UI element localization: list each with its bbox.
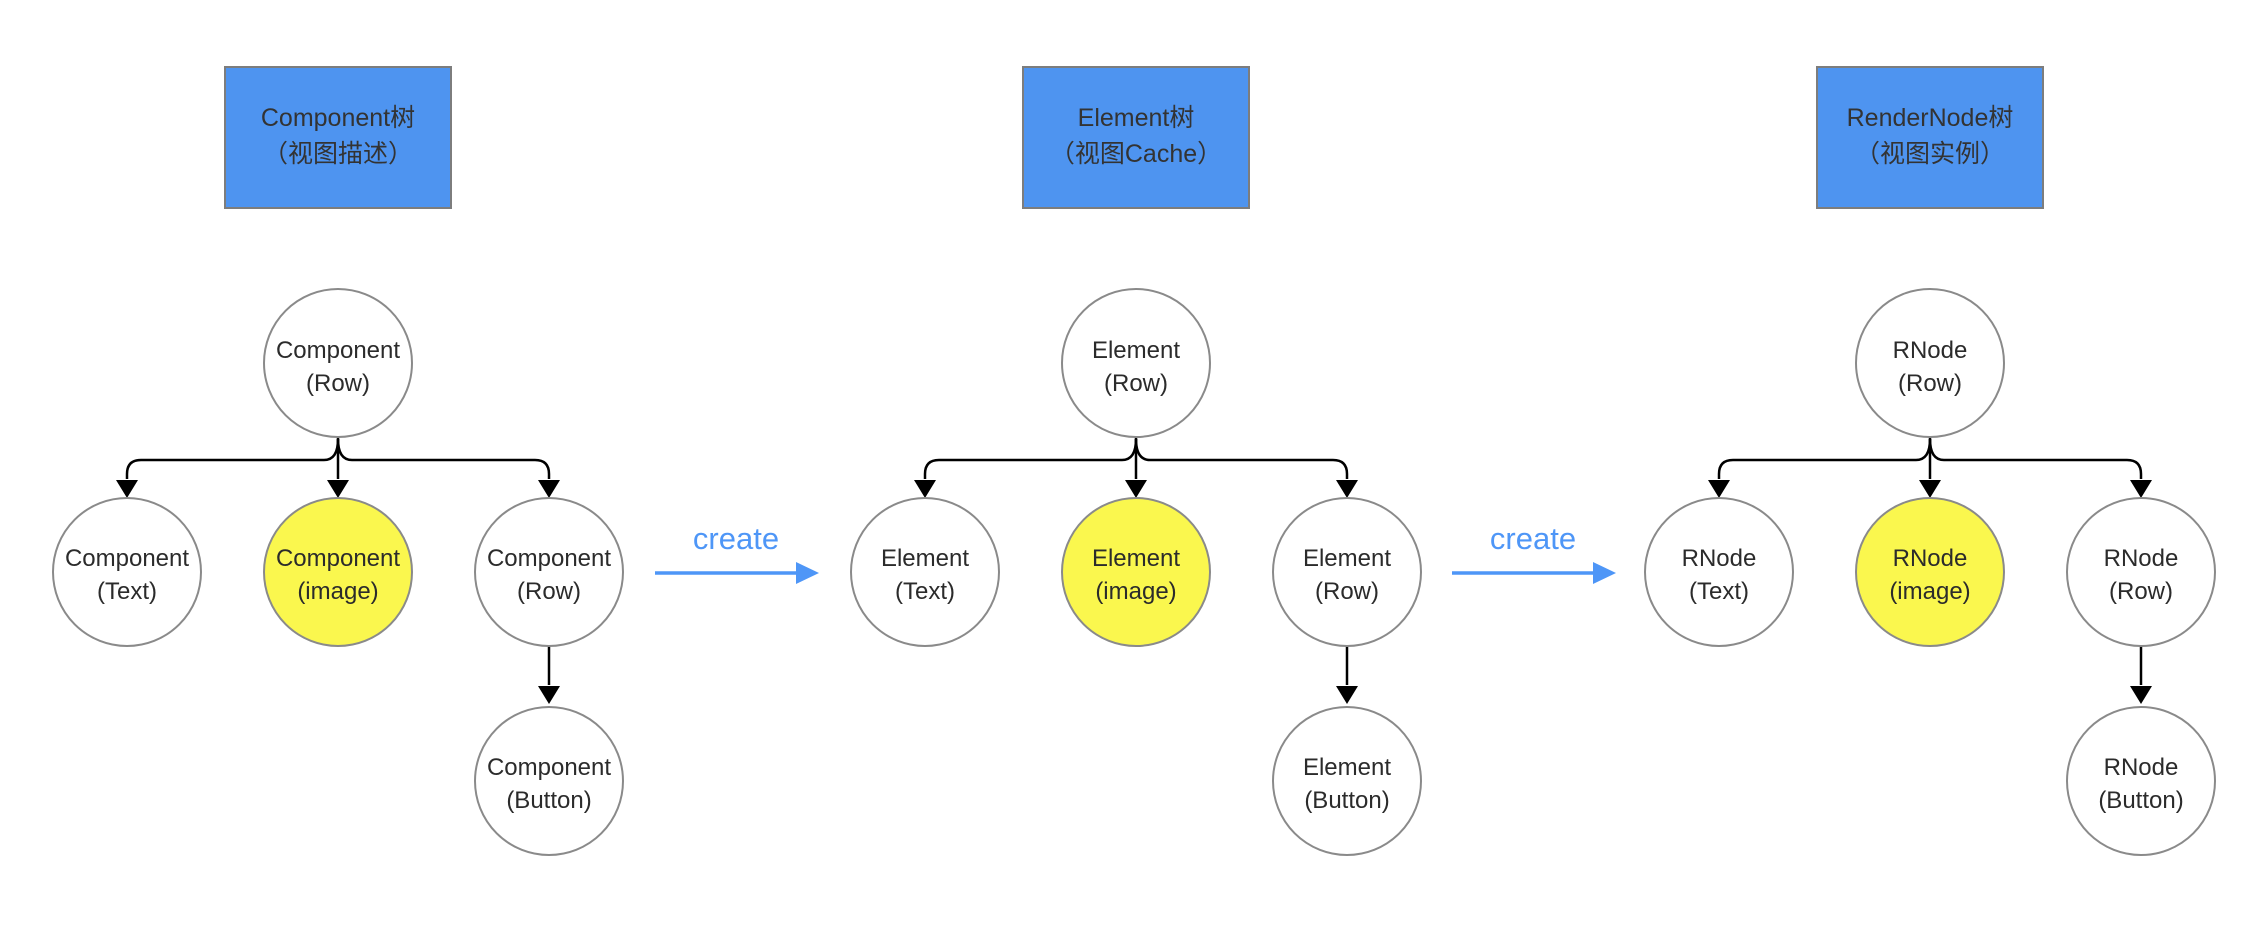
node-circle xyxy=(474,706,624,856)
node-label-line1: Element xyxy=(881,545,969,572)
node-component-button: Component (Button) xyxy=(474,706,624,856)
node-label-line2: (Text) xyxy=(895,578,955,605)
node-circle xyxy=(1272,497,1422,647)
arrowhead-icon xyxy=(538,480,560,498)
node-circle xyxy=(52,497,202,647)
node-label-line1: Element xyxy=(1303,754,1391,781)
node-label-line1: Component xyxy=(487,754,611,781)
node-component-image-highlighted: Component (image) xyxy=(263,497,413,647)
rendernode-tree: RenderNode树 （视图实例） RNode (Row) RNode (Te… xyxy=(1644,66,2216,856)
node-circle xyxy=(1272,706,1422,856)
element-tree-title-line2: （视图Cache） xyxy=(1050,140,1222,168)
create-arrow-2: create xyxy=(1452,521,1616,584)
node-rnode-row-root: RNode (Row) xyxy=(1855,288,2005,438)
node-label-line2: (Row) xyxy=(1104,370,1168,397)
node-rnode-image-highlighted: RNode (image) xyxy=(1855,497,2005,647)
connector-line xyxy=(923,438,1138,479)
rendernode-tree-title-line2: （视图实例） xyxy=(1855,140,2005,168)
arrowhead-icon xyxy=(1336,686,1358,704)
node-label-line2: (Button) xyxy=(2098,787,2183,814)
node-circle xyxy=(2066,706,2216,856)
arrowhead-icon xyxy=(538,686,560,704)
node-label-line2: (Text) xyxy=(97,578,157,605)
create-arrowhead-icon xyxy=(1593,562,1616,584)
node-label-line1: RNode xyxy=(1893,337,1968,364)
node-circle xyxy=(1855,288,2005,438)
node-label-line1: Element xyxy=(1092,337,1180,364)
arrowhead-icon xyxy=(1125,480,1147,498)
element-tree-title-box xyxy=(1022,66,1250,209)
node-label-line2: (Row) xyxy=(2109,578,2173,605)
node-circle xyxy=(1644,497,1794,647)
node-label-line2: (Row) xyxy=(1898,370,1962,397)
node-label-line2: (image) xyxy=(297,578,378,605)
node-component-text: Component (Text) xyxy=(52,497,202,647)
create-arrow-1: create xyxy=(655,521,819,584)
arrowhead-icon xyxy=(1708,480,1730,498)
node-element-row-root: Element (Row) xyxy=(1061,288,1211,438)
element-tree: Element树 （视图Cache） Element (Row) Element… xyxy=(850,66,1422,856)
create-arrowhead-icon xyxy=(796,562,819,584)
create-label: create xyxy=(693,521,779,556)
connector-line xyxy=(125,438,340,479)
node-label-line2: (Button) xyxy=(1304,787,1389,814)
node-label-line2: (Button) xyxy=(506,787,591,814)
node-label-line1: RNode xyxy=(1893,545,1968,572)
node-label-line1: Component xyxy=(487,545,611,572)
node-component-row-child: Component (Row) xyxy=(474,497,624,647)
node-element-text: Element (Text) xyxy=(850,497,1000,647)
node-label-line1: Component xyxy=(276,545,400,572)
arrowhead-icon xyxy=(2130,686,2152,704)
component-tree-title-box xyxy=(224,66,452,209)
node-circle xyxy=(474,497,624,647)
arrowhead-icon xyxy=(327,480,349,498)
connector-line xyxy=(1717,438,1932,479)
node-circle xyxy=(1061,288,1211,438)
node-label-line2: (image) xyxy=(1889,578,1970,605)
connector-line xyxy=(1928,438,2143,479)
connector-line xyxy=(1134,438,1349,479)
node-rnode-row-child: RNode (Row) xyxy=(2066,497,2216,647)
node-circle xyxy=(263,288,413,438)
node-label-line1: RNode xyxy=(2104,754,2179,781)
node-label-line1: Component xyxy=(276,337,400,364)
create-label: create xyxy=(1490,521,1576,556)
connector-line xyxy=(336,438,551,479)
node-label-line1: RNode xyxy=(1682,545,1757,572)
node-label-line1: Component xyxy=(65,545,189,572)
arrowhead-icon xyxy=(1919,480,1941,498)
node-rnode-text: RNode (Text) xyxy=(1644,497,1794,647)
arrowhead-icon xyxy=(1336,480,1358,498)
component-tree: Component树 （视图描述） Component (Row) Compon… xyxy=(52,66,624,856)
arrowhead-icon xyxy=(116,480,138,498)
node-circle xyxy=(850,497,1000,647)
node-element-row-child: Element (Row) xyxy=(1272,497,1422,647)
arrowhead-icon xyxy=(914,480,936,498)
rendernode-tree-title-box xyxy=(1816,66,2044,209)
node-circle-highlight xyxy=(1855,497,2005,647)
component-tree-title-line1: Component树 xyxy=(261,104,415,132)
node-label-line2: (Row) xyxy=(517,578,581,605)
node-label-line2: (Row) xyxy=(1315,578,1379,605)
node-label-line1: Element xyxy=(1092,545,1180,572)
node-circle-highlight xyxy=(263,497,413,647)
rendernode-tree-title-line1: RenderNode树 xyxy=(1847,104,2014,132)
node-label-line1: RNode xyxy=(2104,545,2179,572)
node-element-image-highlighted: Element (image) xyxy=(1061,497,1211,647)
arrowhead-icon xyxy=(2130,480,2152,498)
element-tree-title-line1: Element树 xyxy=(1078,104,1195,132)
node-label-line2: (Row) xyxy=(306,370,370,397)
node-rnode-button: RNode (Button) xyxy=(2066,706,2216,856)
node-label-line2: (Text) xyxy=(1689,578,1749,605)
node-label-line2: (image) xyxy=(1095,578,1176,605)
node-element-button: Element (Button) xyxy=(1272,706,1422,856)
node-label-line1: Element xyxy=(1303,545,1391,572)
node-circle-highlight xyxy=(1061,497,1211,647)
node-component-row-root: Component (Row) xyxy=(263,288,413,438)
node-circle xyxy=(2066,497,2216,647)
component-tree-title-line2: （视图描述） xyxy=(263,140,413,168)
